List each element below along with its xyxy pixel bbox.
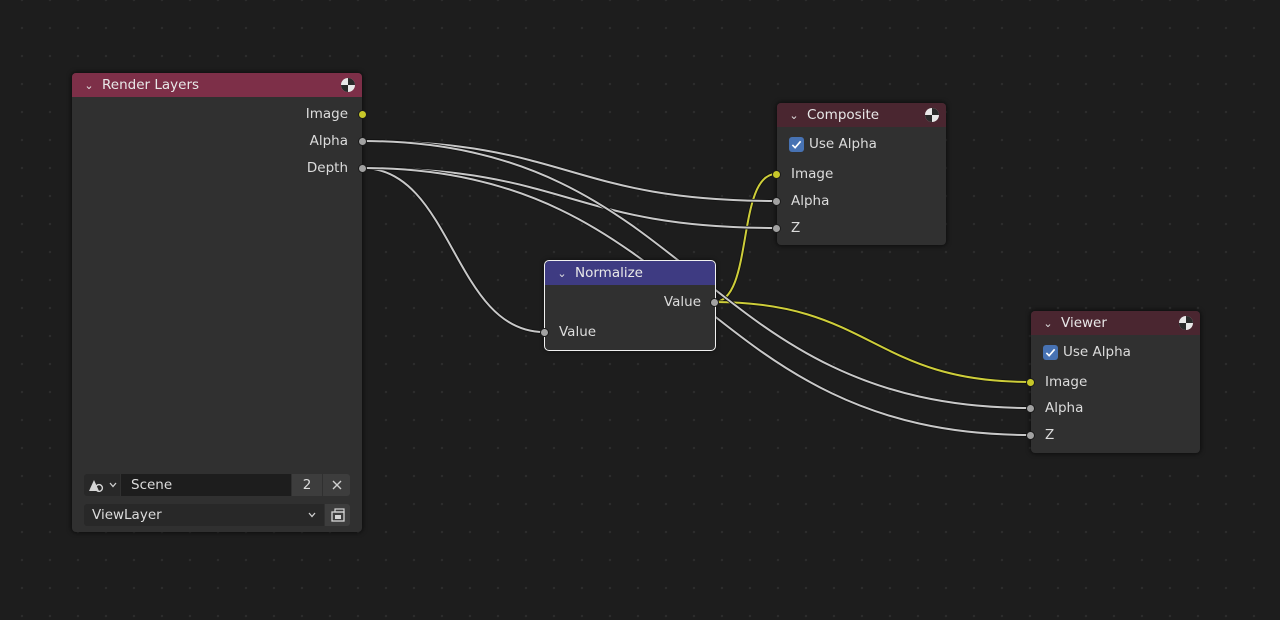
output-depth: Depth [307, 158, 348, 178]
input-image: Image [791, 164, 833, 184]
output-alpha: Alpha [310, 131, 348, 151]
unlink-button[interactable] [323, 474, 350, 496]
node-link[interactable] [361, 167, 545, 333]
socket-composite-alpha[interactable] [772, 197, 781, 206]
scene-browse-button[interactable] [84, 474, 120, 496]
node-link[interactable] [361, 167, 777, 229]
node-title: Viewer [1061, 315, 1107, 331]
socket-composite-image[interactable] [772, 170, 781, 179]
chevron-down-icon[interactable]: ⌄ [84, 78, 94, 92]
node-header[interactable]: ⌄ Normalize [545, 261, 715, 285]
preview-toggle-icon[interactable] [1178, 315, 1194, 331]
view-layer-name: ViewLayer [92, 507, 162, 523]
chevron-down-icon[interactable]: ⌄ [1043, 316, 1053, 330]
socket-composite-z[interactable] [772, 224, 781, 233]
node-title: Normalize [575, 265, 643, 281]
socket-label: Alpha [309, 133, 348, 149]
chevron-down-icon [109, 482, 117, 488]
checkbox-checked[interactable] [789, 136, 804, 152]
preview-toggle-icon[interactable] [924, 107, 940, 123]
socket-label: Image [305, 106, 348, 122]
socket-label: Z [791, 220, 801, 236]
render-layer-button[interactable] [325, 504, 350, 526]
socket-normalize-value-in[interactable] [540, 328, 549, 337]
link-shadow [361, 166, 545, 334]
node-composite[interactable]: ⌄ Composite Use Alpha Image Alpha Z [777, 103, 946, 245]
socket-label: Alpha [1045, 400, 1084, 416]
socket-label: Value [663, 294, 701, 310]
socket-label: Image [791, 166, 834, 182]
view-layer-dropdown[interactable]: ViewLayer [84, 504, 324, 526]
socket-label: Z [1045, 427, 1055, 443]
socket-viewer-z[interactable] [1026, 431, 1035, 440]
chevron-down-icon[interactable]: ⌄ [557, 266, 567, 280]
socket-render-layers-alpha[interactable] [358, 137, 367, 146]
socket-label: Depth [306, 160, 348, 176]
socket-normalize-value-out[interactable] [710, 298, 719, 307]
socket-viewer-alpha[interactable] [1026, 404, 1035, 413]
view-layer-icon [330, 508, 345, 522]
scene-name-field[interactable]: Scene [121, 474, 291, 496]
node-header[interactable]: ⌄ Composite [777, 103, 946, 127]
node-header[interactable]: ⌄ Render Layers [72, 73, 362, 97]
node-link[interactable] [713, 301, 1031, 383]
input-image: Image [1045, 372, 1087, 392]
view-layer-selector: ViewLayer [84, 504, 350, 526]
input-z: Z [791, 218, 800, 238]
link-shadow [713, 172, 777, 304]
use-alpha-checkbox[interactable]: Use Alpha [789, 134, 877, 154]
input-value: Value [559, 322, 596, 342]
node-link[interactable] [713, 173, 777, 303]
checkmark-icon [791, 140, 802, 149]
checkbox-label: Use Alpha [1063, 344, 1131, 360]
preview-toggle-icon[interactable] [340, 77, 356, 93]
input-alpha: Alpha [791, 191, 829, 211]
socket-label: Value [559, 324, 597, 340]
node-normalize[interactable]: ⌄ Normalize Value Value [544, 260, 716, 351]
close-icon [332, 480, 341, 490]
node-title: Composite [807, 107, 880, 123]
checkbox-label: Use Alpha [809, 136, 877, 152]
scene-user-count: 2 [302, 477, 312, 493]
socket-render-layers-image[interactable] [358, 110, 367, 119]
output-image: Image [306, 104, 348, 124]
socket-label: Alpha [791, 193, 830, 209]
input-z: Z [1045, 425, 1054, 445]
input-alpha: Alpha [1045, 398, 1083, 418]
scene-selector: Scene 2 [84, 474, 350, 496]
node-title: Render Layers [102, 77, 200, 93]
scene-icon [89, 480, 104, 493]
use-alpha-checkbox[interactable]: Use Alpha [1043, 342, 1131, 362]
link-shadow [361, 166, 777, 230]
chevron-down-icon [308, 512, 316, 518]
node-viewer[interactable]: ⌄ Viewer Use Alpha Image Alpha Z [1031, 311, 1200, 453]
scene-users-button[interactable]: 2 [292, 474, 322, 496]
checkbox-checked[interactable] [1043, 344, 1058, 360]
link-shadow [713, 300, 1031, 384]
node-link[interactable] [361, 140, 777, 202]
socket-label: Image [1045, 374, 1088, 390]
node-render-layers[interactable]: ⌄ Render Layers Image Alpha Depth Scene [72, 73, 362, 532]
socket-viewer-image[interactable] [1026, 378, 1035, 387]
socket-render-layers-depth[interactable] [358, 164, 367, 173]
output-value: Value [664, 292, 701, 312]
node-header[interactable]: ⌄ Viewer [1031, 311, 1200, 335]
checkmark-icon [1045, 348, 1056, 357]
link-shadow [361, 139, 777, 203]
chevron-down-icon[interactable]: ⌄ [789, 108, 799, 122]
scene-name: Scene [131, 477, 173, 493]
